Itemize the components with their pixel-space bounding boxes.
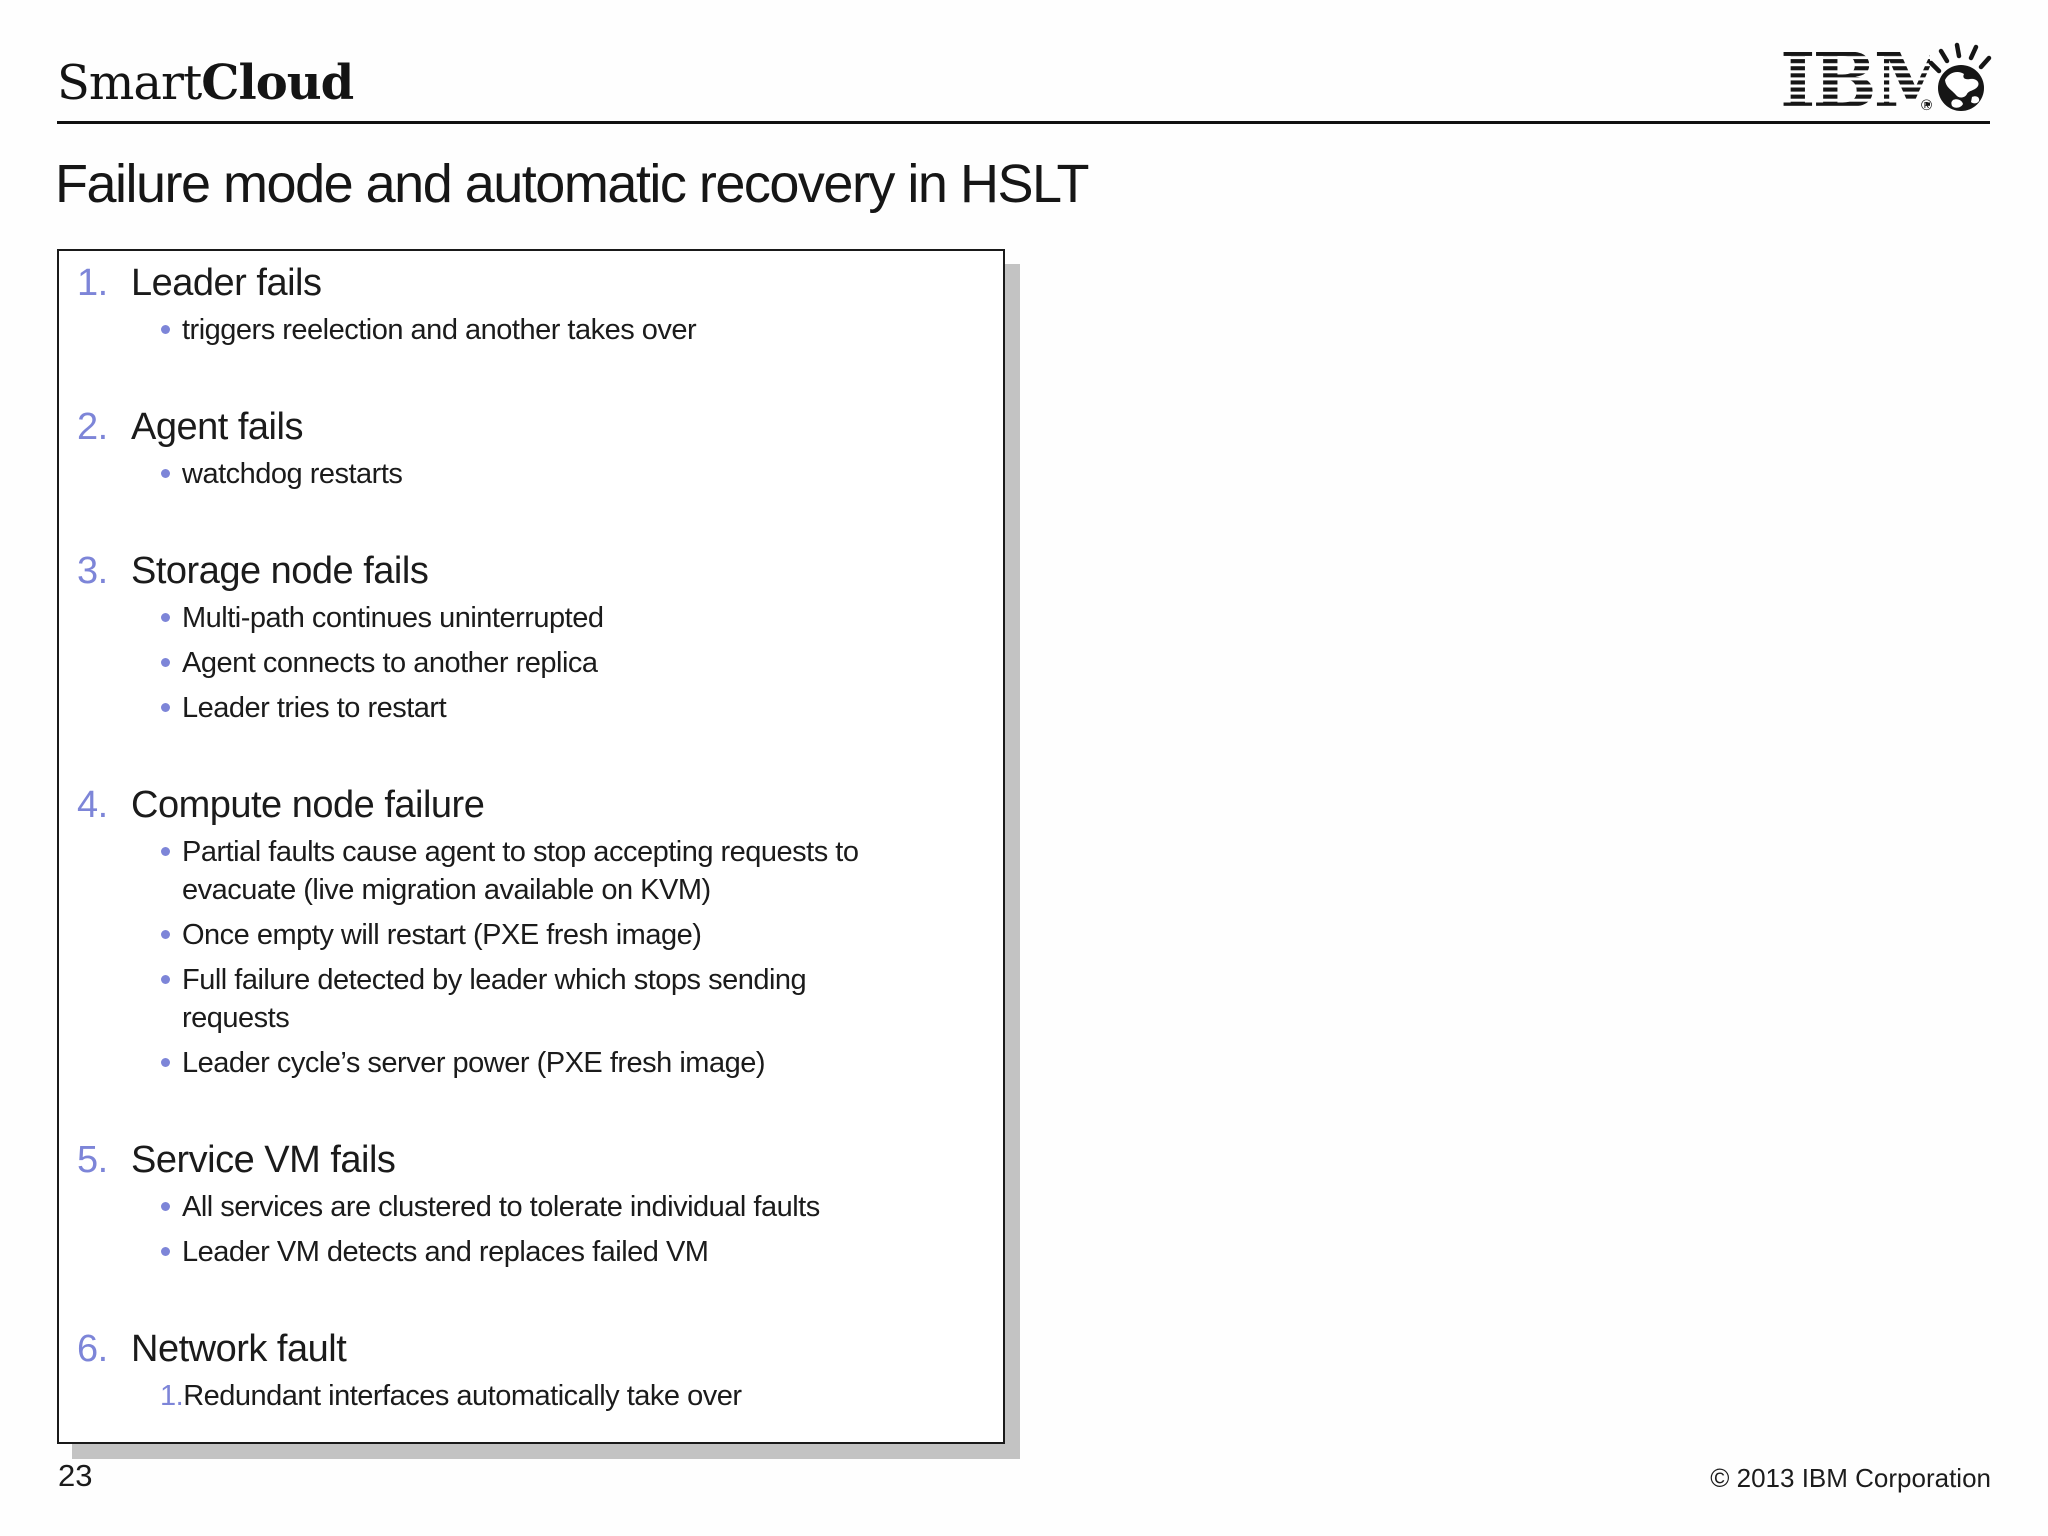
item-label: Leader fails [131, 262, 322, 304]
sub-item-number: 1. [160, 1380, 184, 1412]
bullet-text: triggers reelection and another takes ov… [182, 314, 697, 346]
ibm-logo-icon: IBM [1780, 50, 1930, 114]
bullet-text: Agent connects to another replica [182, 647, 598, 679]
bullet-icon [161, 1202, 170, 1211]
bullet-icon [161, 658, 170, 667]
bullet-icon [161, 847, 170, 856]
bullet-row: Full failure detected by leader which st… [77, 961, 985, 1037]
bullet-text: Once empty will restart (PXE fresh image… [182, 919, 702, 951]
bullet-row: Leader cycle’s server power (PXE fresh i… [77, 1044, 985, 1082]
bullet-text: watchdog restarts [182, 458, 403, 490]
item-number: 4. [77, 784, 108, 826]
bullet-row: Partial faults cause agent to stop accep… [77, 833, 985, 909]
copyright-notice: © 2013 IBM Corporation [1710, 1463, 1991, 1493]
brand-wordmark: SmartCloud [57, 55, 354, 111]
bullet-icon [161, 930, 170, 939]
numbered-sub-item-row: 1. Redundant interfaces automatically ta… [77, 1377, 985, 1415]
page-number: 23 [58, 1458, 93, 1493]
header-divider [57, 121, 1990, 124]
bullet-text: Leader VM detects and replaces failed VM [182, 1236, 709, 1268]
list-item-network-fault: 6. Network fault 1. Redundant interfaces… [77, 1327, 985, 1415]
bullet-row: watchdog restarts [77, 455, 985, 493]
smarter-planet-globe-icon [1928, 42, 1992, 111]
bullet-row: Leader VM detects and replaces failed VM [77, 1233, 985, 1271]
list-item-agent-fails: 2. Agent fails watchdog restarts [77, 405, 985, 493]
bullet-icon [161, 975, 170, 984]
item-number: 5. [77, 1139, 108, 1181]
page-title: Failure mode and automatic recovery in H… [55, 154, 1089, 214]
bullet-row: Once empty will restart (PXE fresh image… [77, 916, 985, 954]
bullet-icon [161, 1058, 170, 1067]
bullet-row: Multi-path continues uninterrupted [77, 599, 985, 637]
bullet-icon [161, 1247, 170, 1256]
bullet-row: All services are clustered to tolerate i… [77, 1188, 985, 1226]
brand-regular: Smart [57, 55, 202, 111]
item-number: 6. [77, 1328, 108, 1370]
bullet-text: Multi-path continues uninterrupted [182, 602, 604, 634]
brand-bold: Cloud [201, 55, 354, 111]
list-item-storage-node-fails: 3. Storage node fails Multi-path continu… [77, 549, 985, 727]
item-label: Service VM fails [131, 1139, 396, 1181]
list-item-leader-fails: 1. Leader fails triggers reelection and … [77, 261, 985, 349]
bullet-text: Partial faults cause agent to stop accep… [182, 836, 859, 906]
item-label: Network fault [131, 1328, 347, 1370]
item-number: 1. [77, 262, 108, 304]
item-number: 2. [77, 406, 108, 448]
ibm-logo-text: IBM [1780, 50, 1930, 114]
bullet-icon [161, 703, 170, 712]
bullet-row: Agent connects to another replica [77, 644, 985, 682]
bullet-row: triggers reelection and another takes ov… [77, 311, 985, 349]
bullet-text: Leader cycle’s server power (PXE fresh i… [182, 1047, 766, 1079]
bullet-icon [161, 613, 170, 622]
bullet-icon [161, 469, 170, 478]
content-box: 1. Leader fails triggers reelection and … [57, 249, 1005, 1444]
bullet-text: Full failure detected by leader which st… [182, 964, 807, 1034]
item-label: Storage node fails [131, 550, 429, 592]
list-item-service-vm-fails: 5. Service VM fails All services are clu… [77, 1138, 985, 1271]
ibm-registered-mark: ® [1921, 97, 1933, 114]
bullet-row: Leader tries to restart [77, 689, 985, 727]
sub-item-text: Redundant interfaces automatically take … [183, 1380, 742, 1412]
bullet-text: Leader tries to restart [182, 692, 447, 724]
item-number: 3. [77, 550, 108, 592]
list-item-compute-node-failure: 4. Compute node failure Partial faults c… [77, 783, 985, 1082]
bullet-icon [161, 325, 170, 334]
item-label: Agent fails [131, 406, 303, 448]
item-label: Compute node failure [131, 784, 485, 826]
bullet-text: All services are clustered to tolerate i… [182, 1191, 820, 1223]
